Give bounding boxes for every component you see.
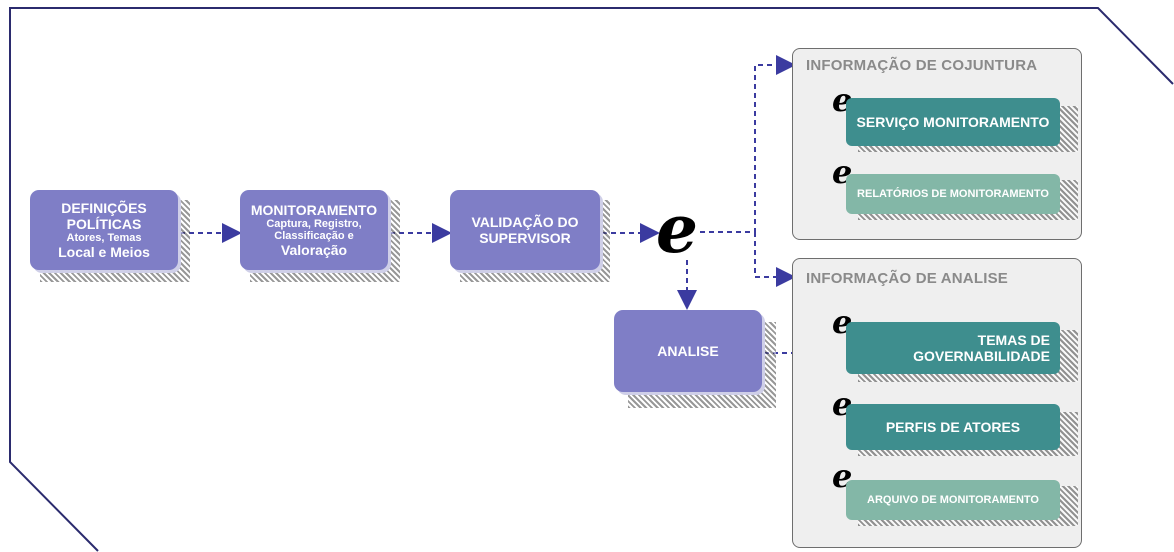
monitoramento-line1: MONITORAMENTO [250, 202, 378, 218]
temas-label-line2: GOVERNABILIDADE [913, 348, 1050, 364]
arrow-to-conjuntura [700, 55, 796, 233]
validacao-line2: SUPERVISOR [479, 230, 571, 246]
item-servico-monitoramento: SERVIÇO MONITORAMENTO [846, 98, 1060, 146]
internet-explorer-icon: e [656, 190, 698, 268]
definicoes-line3: Atores, Temas [66, 232, 142, 244]
node-monitoramento: MONITORAMENTO Captura, Registro, Classif… [240, 190, 388, 270]
outer-frame [9, 7, 1174, 552]
monitoramento-line4: Valoração [280, 242, 348, 258]
definicoes-line4: Local e Meios [58, 244, 150, 260]
panel-conjuntura-title: INFORMAÇÃO DE COJUNTURA [806, 57, 1038, 74]
monitoramento-line3: Classificação e [274, 230, 354, 242]
relatorios-monitoramento-label: RELATÓRIOS DE MONITORAMENTO [857, 188, 1049, 200]
perfis-atores-label: PERFIS DE ATORES [885, 419, 1021, 435]
item-arquivo-monitoramento: ARQUIVO DE MONITORAMENTO [846, 480, 1060, 520]
item-temas-governabilidade: TEMAS DE GOVERNABILIDADE [846, 322, 1060, 374]
temas-label-line1: TEMAS DE [977, 332, 1050, 348]
node-definicoes-politicas: DEFINIÇÕES POLÍTICAS Atores, Temas Local… [30, 190, 178, 270]
node-validacao-supervisor: VALIDAÇÃO DO SUPERVISOR [450, 190, 600, 270]
definicoes-line1: DEFINIÇÕES [61, 200, 147, 216]
servico-monitoramento-label: SERVIÇO MONITORAMENTO [856, 114, 1050, 130]
node-analise: ANALISE [614, 310, 762, 392]
panel-analise-title: INFORMAÇÃO DE ANALISE [806, 270, 1008, 287]
monitoramento-line2: Captura, Registro, [266, 218, 362, 230]
analise-label: ANALISE [657, 343, 719, 359]
item-relatorios-monitoramento: RELATÓRIOS DE MONITORAMENTO [846, 174, 1060, 214]
arquivo-monitoramento-label: ARQUIVO DE MONITORAMENTO [867, 494, 1039, 506]
item-perfis-atores: PERFIS DE ATORES [846, 404, 1060, 450]
validacao-line1: VALIDAÇÃO DO [471, 214, 579, 230]
arrow-to-analise-panel [754, 232, 796, 287]
definicoes-line2: POLÍTICAS [66, 216, 142, 232]
